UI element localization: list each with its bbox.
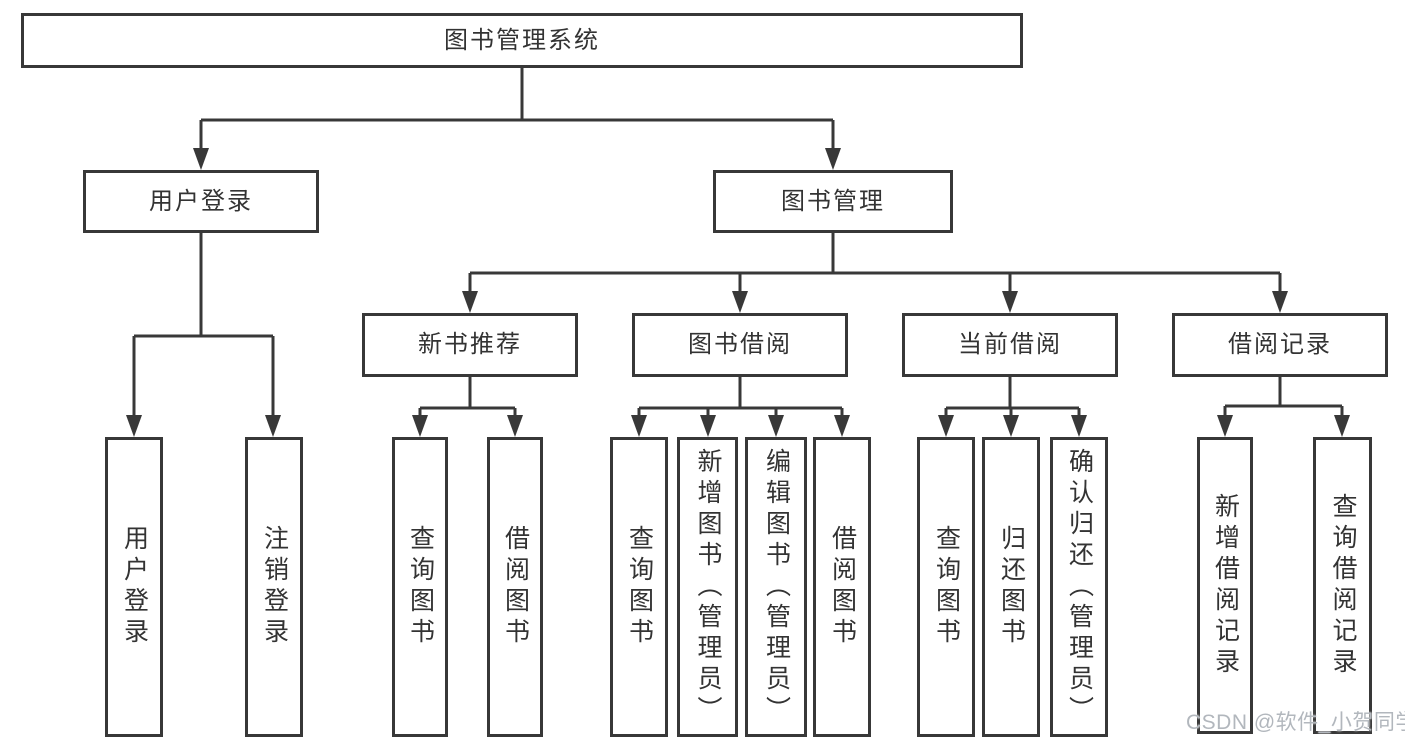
leaf-logout: 注销登录 (245, 437, 303, 737)
connector-userlogin-to-leaves (132, 233, 275, 417)
connector-bookmgmt-to-level3 (468, 233, 1282, 293)
leaf-recommend-query-books: 查询图书 (392, 437, 448, 737)
node-user-login: 用户登录 (83, 170, 319, 233)
leaf-user-login: 用户登录 (105, 437, 163, 737)
leaf-borrow-edit-books-admin-label: 编辑图书（管理员） (762, 447, 791, 727)
csdn-watermark: CSDN @软件_小贺同学 (1186, 711, 1405, 734)
node-root: 图书管理系统 (21, 13, 1023, 68)
leaf-records-query-record-label: 查询借阅记录 (1329, 492, 1357, 679)
node-user-login-label: 用户登录 (149, 187, 253, 215)
node-borrow-records: 借阅记录 (1172, 313, 1388, 377)
node-current-borrow-label: 当前借阅 (958, 331, 1062, 358)
node-book-borrow-label: 图书借阅 (688, 331, 792, 358)
leaf-borrow-edit-books-admin: 编辑图书（管理员） (745, 437, 807, 737)
leaf-records-add-record: 新增借阅记录 (1197, 437, 1253, 734)
leaf-current-confirm-return-admin-label: 确认归还（管理员） (1065, 447, 1094, 727)
node-book-borrow: 图书借阅 (632, 313, 848, 377)
connector-recommend-to-leaves (418, 377, 517, 417)
leaf-borrow-borrow-books: 借阅图书 (813, 437, 871, 737)
node-new-book-recommend-label: 新书推荐 (418, 331, 522, 358)
leaf-current-return-books-label: 归还图书 (997, 525, 1026, 649)
leaf-recommend-borrow-books-label: 借阅图书 (501, 525, 530, 649)
node-new-book-recommend: 新书推荐 (362, 313, 578, 377)
connector-records-to-leaves (1223, 377, 1344, 417)
leaf-borrow-query-books-label: 查询图书 (625, 525, 654, 649)
leaf-recommend-borrow-books: 借阅图书 (487, 437, 543, 737)
arrowheads (126, 148, 1350, 437)
node-borrow-records-label: 借阅记录 (1228, 331, 1332, 358)
leaf-borrow-query-books: 查询图书 (610, 437, 668, 737)
leaf-borrow-borrow-books-label: 借阅图书 (828, 525, 857, 649)
leaf-current-return-books: 归还图书 (982, 437, 1040, 737)
node-book-management-label: 图书管理 (781, 187, 885, 215)
leaf-current-query-books-label: 查询图书 (932, 525, 961, 649)
connector-borrow-to-leaves (637, 377, 844, 417)
leaf-user-login-label: 用户登录 (120, 525, 149, 649)
leaf-records-add-record-label: 新增借阅记录 (1211, 492, 1240, 679)
node-book-management: 图书管理 (713, 170, 953, 233)
leaf-current-query-books: 查询图书 (917, 437, 975, 737)
node-root-label: 图书管理系统 (444, 26, 600, 54)
leaf-borrow-add-books-admin-label: 新增图书（管理员） (694, 447, 722, 727)
leaf-records-query-record: 查询借阅记录 (1313, 437, 1372, 734)
leaf-logout-label: 注销登录 (260, 525, 289, 649)
leaf-borrow-add-books-admin: 新增图书（管理员） (677, 437, 738, 737)
connector-current-to-leaves (944, 377, 1081, 417)
node-current-borrow: 当前借阅 (902, 313, 1118, 377)
leaf-current-confirm-return-admin: 确认归还（管理员） (1050, 437, 1108, 737)
leaf-recommend-query-books-label: 查询图书 (406, 525, 435, 649)
connector-root-to-level2 (199, 68, 835, 150)
